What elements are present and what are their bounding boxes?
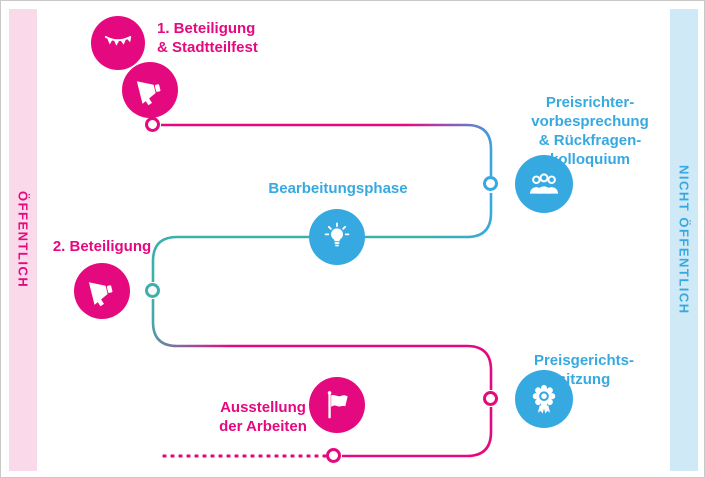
jury-people-icon [529, 173, 559, 194]
label-bearbeitungsphase: Bearbeitungsphase [258, 179, 418, 198]
label-beteiligung-2: 2. Beteiligung [32, 237, 172, 256]
connector-step1-to-jury [161, 123, 493, 176]
label-preisgerichtssitzung: Preisgerichts- sitzung [524, 351, 644, 389]
node-beteiligung2 [74, 263, 130, 319]
lightbulb-icon [324, 222, 350, 247]
connector-dot-4 [483, 391, 498, 406]
award-icon [532, 384, 556, 414]
connector-dot-3 [145, 283, 160, 298]
connector-preisgericht-to-ausstellung [342, 407, 493, 458]
label-line: 1. Beteiligung [157, 20, 256, 37]
megaphone-icon [136, 81, 161, 106]
flag-icon [327, 391, 348, 419]
node-ausstellung [309, 377, 365, 433]
sidebar-nicht-oeffentlich: NICHT ÖFFENTLICH [670, 9, 698, 471]
connector-beteiligung2-to-preisgericht [151, 299, 493, 390]
sidebar-oeffentlich-label: ÖFFENTLICH [15, 191, 31, 289]
megaphone-icon [88, 282, 113, 307]
label-line: Bearbeitungsphase [268, 180, 408, 197]
connector-dot-2 [483, 176, 498, 191]
label-line: Ausstellung [220, 399, 306, 416]
label-line: vorbesprechung [531, 113, 649, 130]
sidebar-nicht-oeffentlich-label: NICHT ÖFFENTLICH [676, 165, 692, 315]
label-line: Preisgerichts- [533, 352, 635, 369]
connector-dot-5 [326, 448, 341, 463]
node-beteiligung1-fest [91, 16, 145, 70]
node-bearbeitungsphase [309, 209, 365, 265]
label-preisrichtervorbesprechung: Preisrichter- vorbesprechung & Rückfrage… [511, 93, 669, 169]
label-line: sitzung [557, 371, 611, 388]
label-line: der Arbeiten [219, 418, 307, 435]
label-beteiligung-1: 1. Beteiligung & Stadtteilfest [157, 19, 287, 57]
node-preisrichtervorbesprechung [515, 155, 573, 213]
label-line: Preisrichter- [545, 94, 635, 111]
bunting-icon [104, 35, 132, 46]
label-line: & Stadtteilfest [157, 39, 258, 56]
label-line: 2. Beteiligung [52, 238, 152, 255]
connector-dot-1 [145, 117, 160, 132]
label-line: & Rückfragen- [538, 132, 642, 149]
node-beteiligung1-megaphon [122, 62, 178, 118]
node-preisgerichtssitzung [515, 370, 573, 428]
label-ausstellung: Ausstellung der Arbeiten [209, 398, 317, 436]
label-line: kolloquium [550, 151, 630, 168]
sidebar-oeffentlich: ÖFFENTLICH [9, 9, 37, 471]
